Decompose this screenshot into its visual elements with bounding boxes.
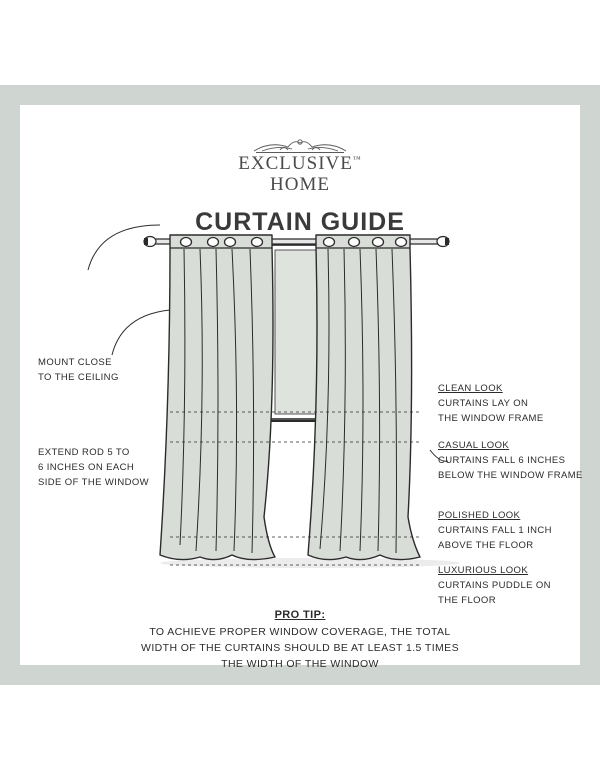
curtain-diagram — [87, 224, 460, 568]
right-curtain — [307, 234, 421, 561]
left-curtain — [159, 234, 276, 561]
clean-look-note: CLEAN LOOK CURTAINS LAY ON THE WINDOW FR… — [438, 383, 544, 424]
extend-rod-note: EXTEND ROD 5 TO 6 INCHES ON EACH SIDE OF… — [38, 447, 149, 488]
mount-note: MOUNT CLOSE TO THE CEILING — [38, 357, 119, 383]
pro-tip: PRO TIP: TO ACHIEVE PROPER WINDOW COVERA… — [20, 607, 580, 672]
extend-leader-line — [111, 309, 171, 356]
casual-leader-line — [429, 449, 449, 462]
pro-tip-line: TO ACHIEVE PROPER WINDOW COVERAGE, THE T… — [149, 626, 451, 638]
crown-ornament-icon — [253, 139, 347, 153]
brand-name-line2: HOME — [270, 174, 330, 195]
guide-card: EXCLUSIVE™ HOME CURTAIN GUIDE — [20, 105, 583, 670]
leader-lines — [87, 224, 449, 462]
luxurious-look-note: LUXURIOUS LOOK CURTAINS PUDDLE ON THE FL… — [438, 565, 551, 606]
brand-name-line1: EXCLUSIVE™ — [238, 153, 362, 174]
outer-frame: EXCLUSIVE™ HOME CURTAIN GUIDE — [0, 85, 600, 685]
pro-tip-line: THE WIDTH OF THE WINDOW — [221, 658, 379, 670]
pro-tip-heading: PRO TIP: — [274, 609, 326, 621]
polished-look-note: POLISHED LOOK CURTAINS FALL 1 INCH ABOVE… — [438, 510, 552, 551]
casual-look-note: CASUAL LOOK CURTAINS FALL 6 INCHES BELOW… — [438, 440, 583, 481]
mount-leader-line — [87, 224, 161, 271]
pro-tip-line: WIDTH OF THE CURTAINS SHOULD BE AT LEAST… — [141, 642, 459, 654]
floor-shadow — [160, 558, 460, 568]
guide-title: CURTAIN GUIDE — [195, 208, 405, 236]
